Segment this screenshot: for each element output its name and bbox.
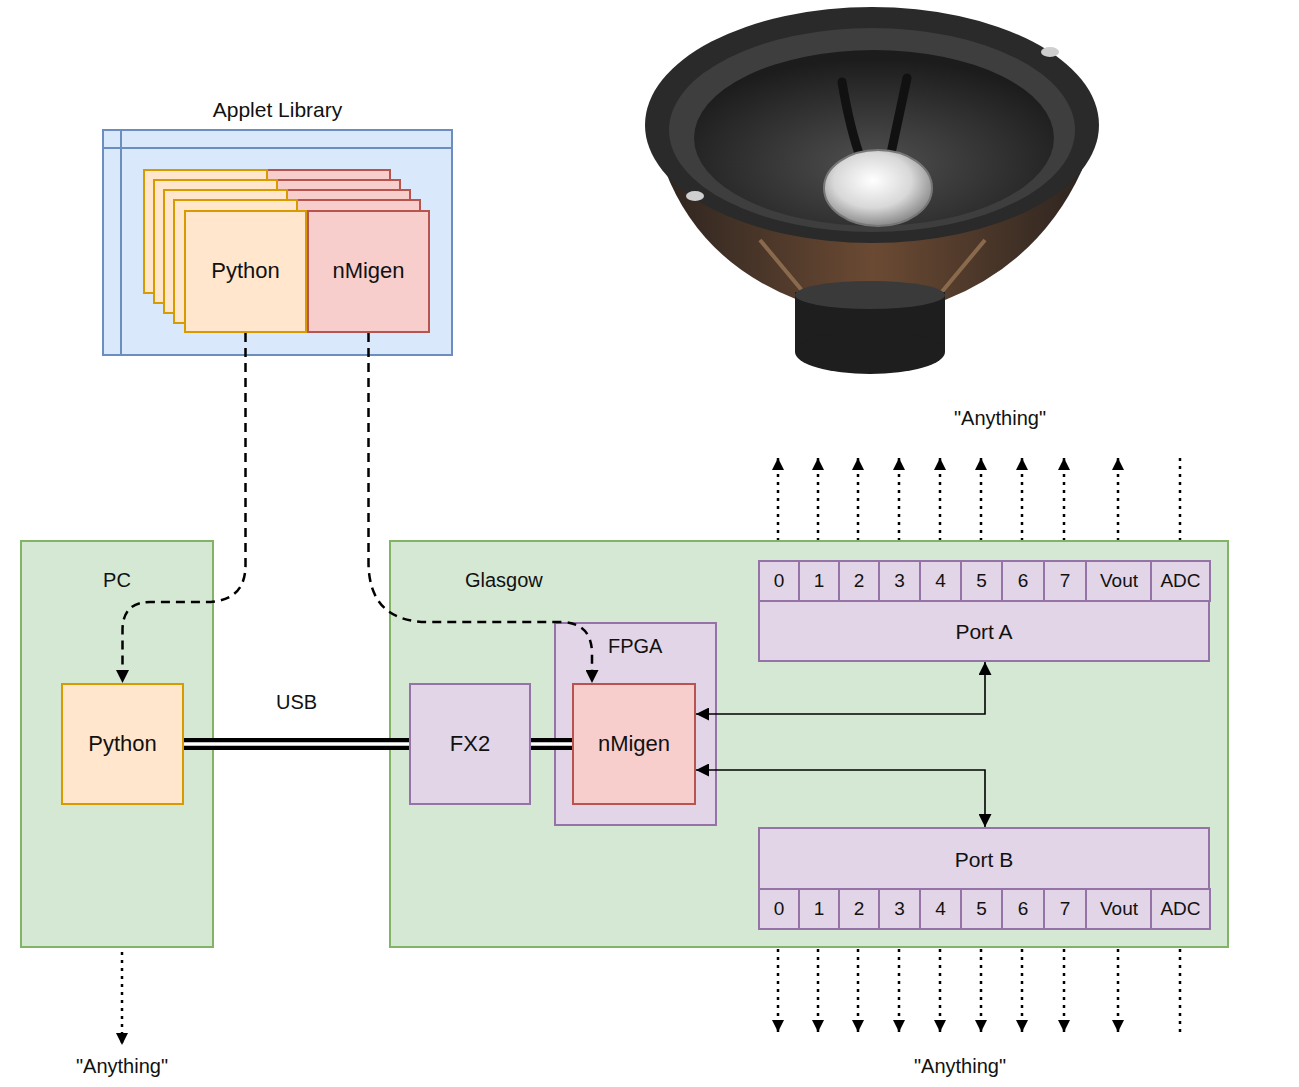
- connector: [123, 333, 246, 683]
- node-text: Python: [211, 258, 280, 284]
- code-box: Python: [61, 683, 184, 805]
- node-text: Applet Library: [213, 97, 343, 122]
- chip-box: FPGA nMigen: [554, 622, 717, 826]
- pin-cell: 4: [919, 888, 962, 930]
- node-text: FX2: [450, 731, 490, 757]
- node-text: 3: [894, 898, 905, 921]
- chip-box: FX2: [409, 683, 531, 805]
- node-text: 2: [854, 898, 865, 921]
- pin-cell: 5: [960, 560, 1003, 602]
- pin-cell: 7: [1043, 560, 1087, 602]
- connector: [696, 770, 985, 827]
- gateware-box: nMigen: [572, 683, 696, 805]
- speaker-illustration: [645, 7, 1099, 374]
- pin-cell: 0: [758, 560, 800, 602]
- pin-cell: 1: [798, 888, 840, 930]
- node-text: 0: [774, 898, 785, 921]
- connector-line: [184, 742, 409, 746]
- connector: [369, 333, 593, 683]
- node-text: Vout: [1100, 570, 1138, 593]
- node-text: 5: [976, 898, 987, 921]
- connector-line: [369, 333, 593, 683]
- connector-line: [696, 770, 985, 827]
- node-text: 1: [814, 898, 825, 921]
- usb-bus: [531, 744, 572, 745]
- node-text: 2: [854, 570, 865, 593]
- connector-line: [184, 738, 409, 750]
- usb-bus: [184, 744, 409, 745]
- pin-cell: ADC: [1150, 888, 1210, 930]
- pin-cell: 0: [758, 888, 800, 930]
- code-box: Python: [184, 210, 307, 333]
- connector-line: [531, 738, 572, 750]
- node-text: 3: [894, 570, 905, 593]
- applet-library-panel: Applet LibraryPythonnMigen: [103, 130, 452, 355]
- connector-line: [531, 742, 572, 746]
- gateware-box: nMigen: [307, 210, 430, 333]
- free-label: "Anything": [76, 1054, 168, 1078]
- pin-cell: ADC: [1150, 560, 1210, 602]
- port-box: Port A 0 1 2 3 4 5 6 7 Vout ADC: [758, 560, 1210, 662]
- applet-library-frame: [103, 130, 452, 355]
- node-text: 4: [935, 570, 946, 593]
- node-text: 1: [814, 570, 825, 593]
- node-text: ADC: [1160, 570, 1200, 593]
- pin-cell: Vout: [1085, 560, 1153, 602]
- connector-line: [696, 662, 985, 714]
- free-label: "Anything": [914, 1054, 1006, 1078]
- node-text: 0: [774, 570, 785, 593]
- node-text: 7: [1060, 570, 1071, 593]
- node-text: nMigen: [598, 731, 670, 757]
- node-text: PC: [103, 568, 131, 592]
- connector: [696, 662, 985, 714]
- node-text: 6: [1018, 898, 1029, 921]
- pin-cell: 2: [838, 888, 880, 930]
- pin-cell: 6: [1001, 888, 1045, 930]
- pin-cell: 7: [1043, 888, 1087, 930]
- node-text: 6: [1018, 570, 1029, 593]
- node-text: 4: [935, 898, 946, 921]
- pc-box: PC Python: [20, 540, 214, 948]
- pin-cell: 1: [798, 560, 840, 602]
- free-label: "Anything": [954, 406, 1046, 430]
- node-text: Port B: [955, 847, 1013, 872]
- board-box: GlasgowFX2FPGAnMigenPort A01234567VoutAD…: [389, 540, 1229, 948]
- node-text: Port A: [955, 619, 1012, 644]
- pin-cell: 3: [878, 888, 921, 930]
- pin-cell: 2: [838, 560, 880, 602]
- node-text: Python: [88, 731, 157, 757]
- node-text: nMigen: [332, 258, 404, 284]
- pin-cell: 6: [1001, 560, 1045, 602]
- node-text: FPGA: [608, 634, 662, 658]
- node-text: Glasgow: [465, 568, 543, 592]
- port-box: Port B 0 1 2 3 4 5 6 7 Vout ADC: [758, 827, 1210, 930]
- connector-line: [123, 333, 246, 683]
- pin-cell: 4: [919, 560, 962, 602]
- pin-cell: 3: [878, 560, 921, 602]
- node-text: Vout: [1100, 898, 1138, 921]
- node-text: 5: [976, 570, 987, 593]
- node-text: ADC: [1160, 898, 1200, 921]
- pin-cell: Vout: [1085, 888, 1153, 930]
- pin-cell: 5: [960, 888, 1003, 930]
- node-text: 7: [1060, 898, 1071, 921]
- edge-label: USB: [276, 690, 317, 714]
